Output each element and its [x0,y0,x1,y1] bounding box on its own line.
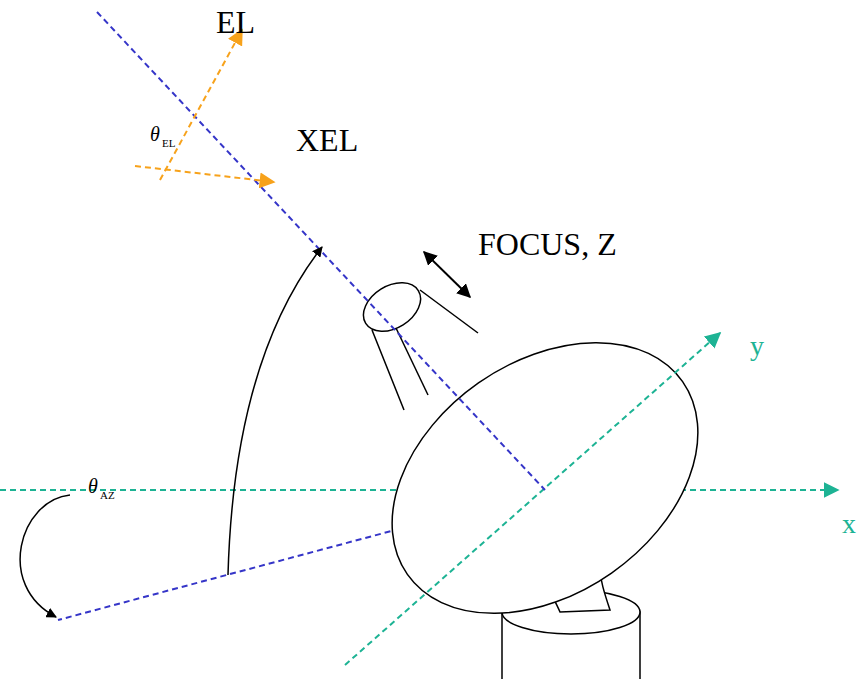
angle-symbol: θ [150,124,160,144]
axis-label: FOCUS, Z [478,228,617,260]
axis-label: EL [216,6,255,38]
axis-label: y [750,332,764,360]
axis-label: XEL [296,124,358,156]
feed-horn [355,273,430,341]
elevation-arc [228,247,322,575]
azimuth-arc [20,495,70,617]
y-axis [345,333,720,665]
focus-arrow [424,252,470,297]
angle-subscript: EL [162,138,175,149]
xel-axis [135,166,274,182]
boresight-line [97,12,545,490]
dish-reflector [341,287,749,670]
el-axis [160,30,242,180]
axis-label: x [842,510,856,538]
angle-symbol: θ [88,476,98,496]
angle-subscript: AZ [100,490,115,501]
